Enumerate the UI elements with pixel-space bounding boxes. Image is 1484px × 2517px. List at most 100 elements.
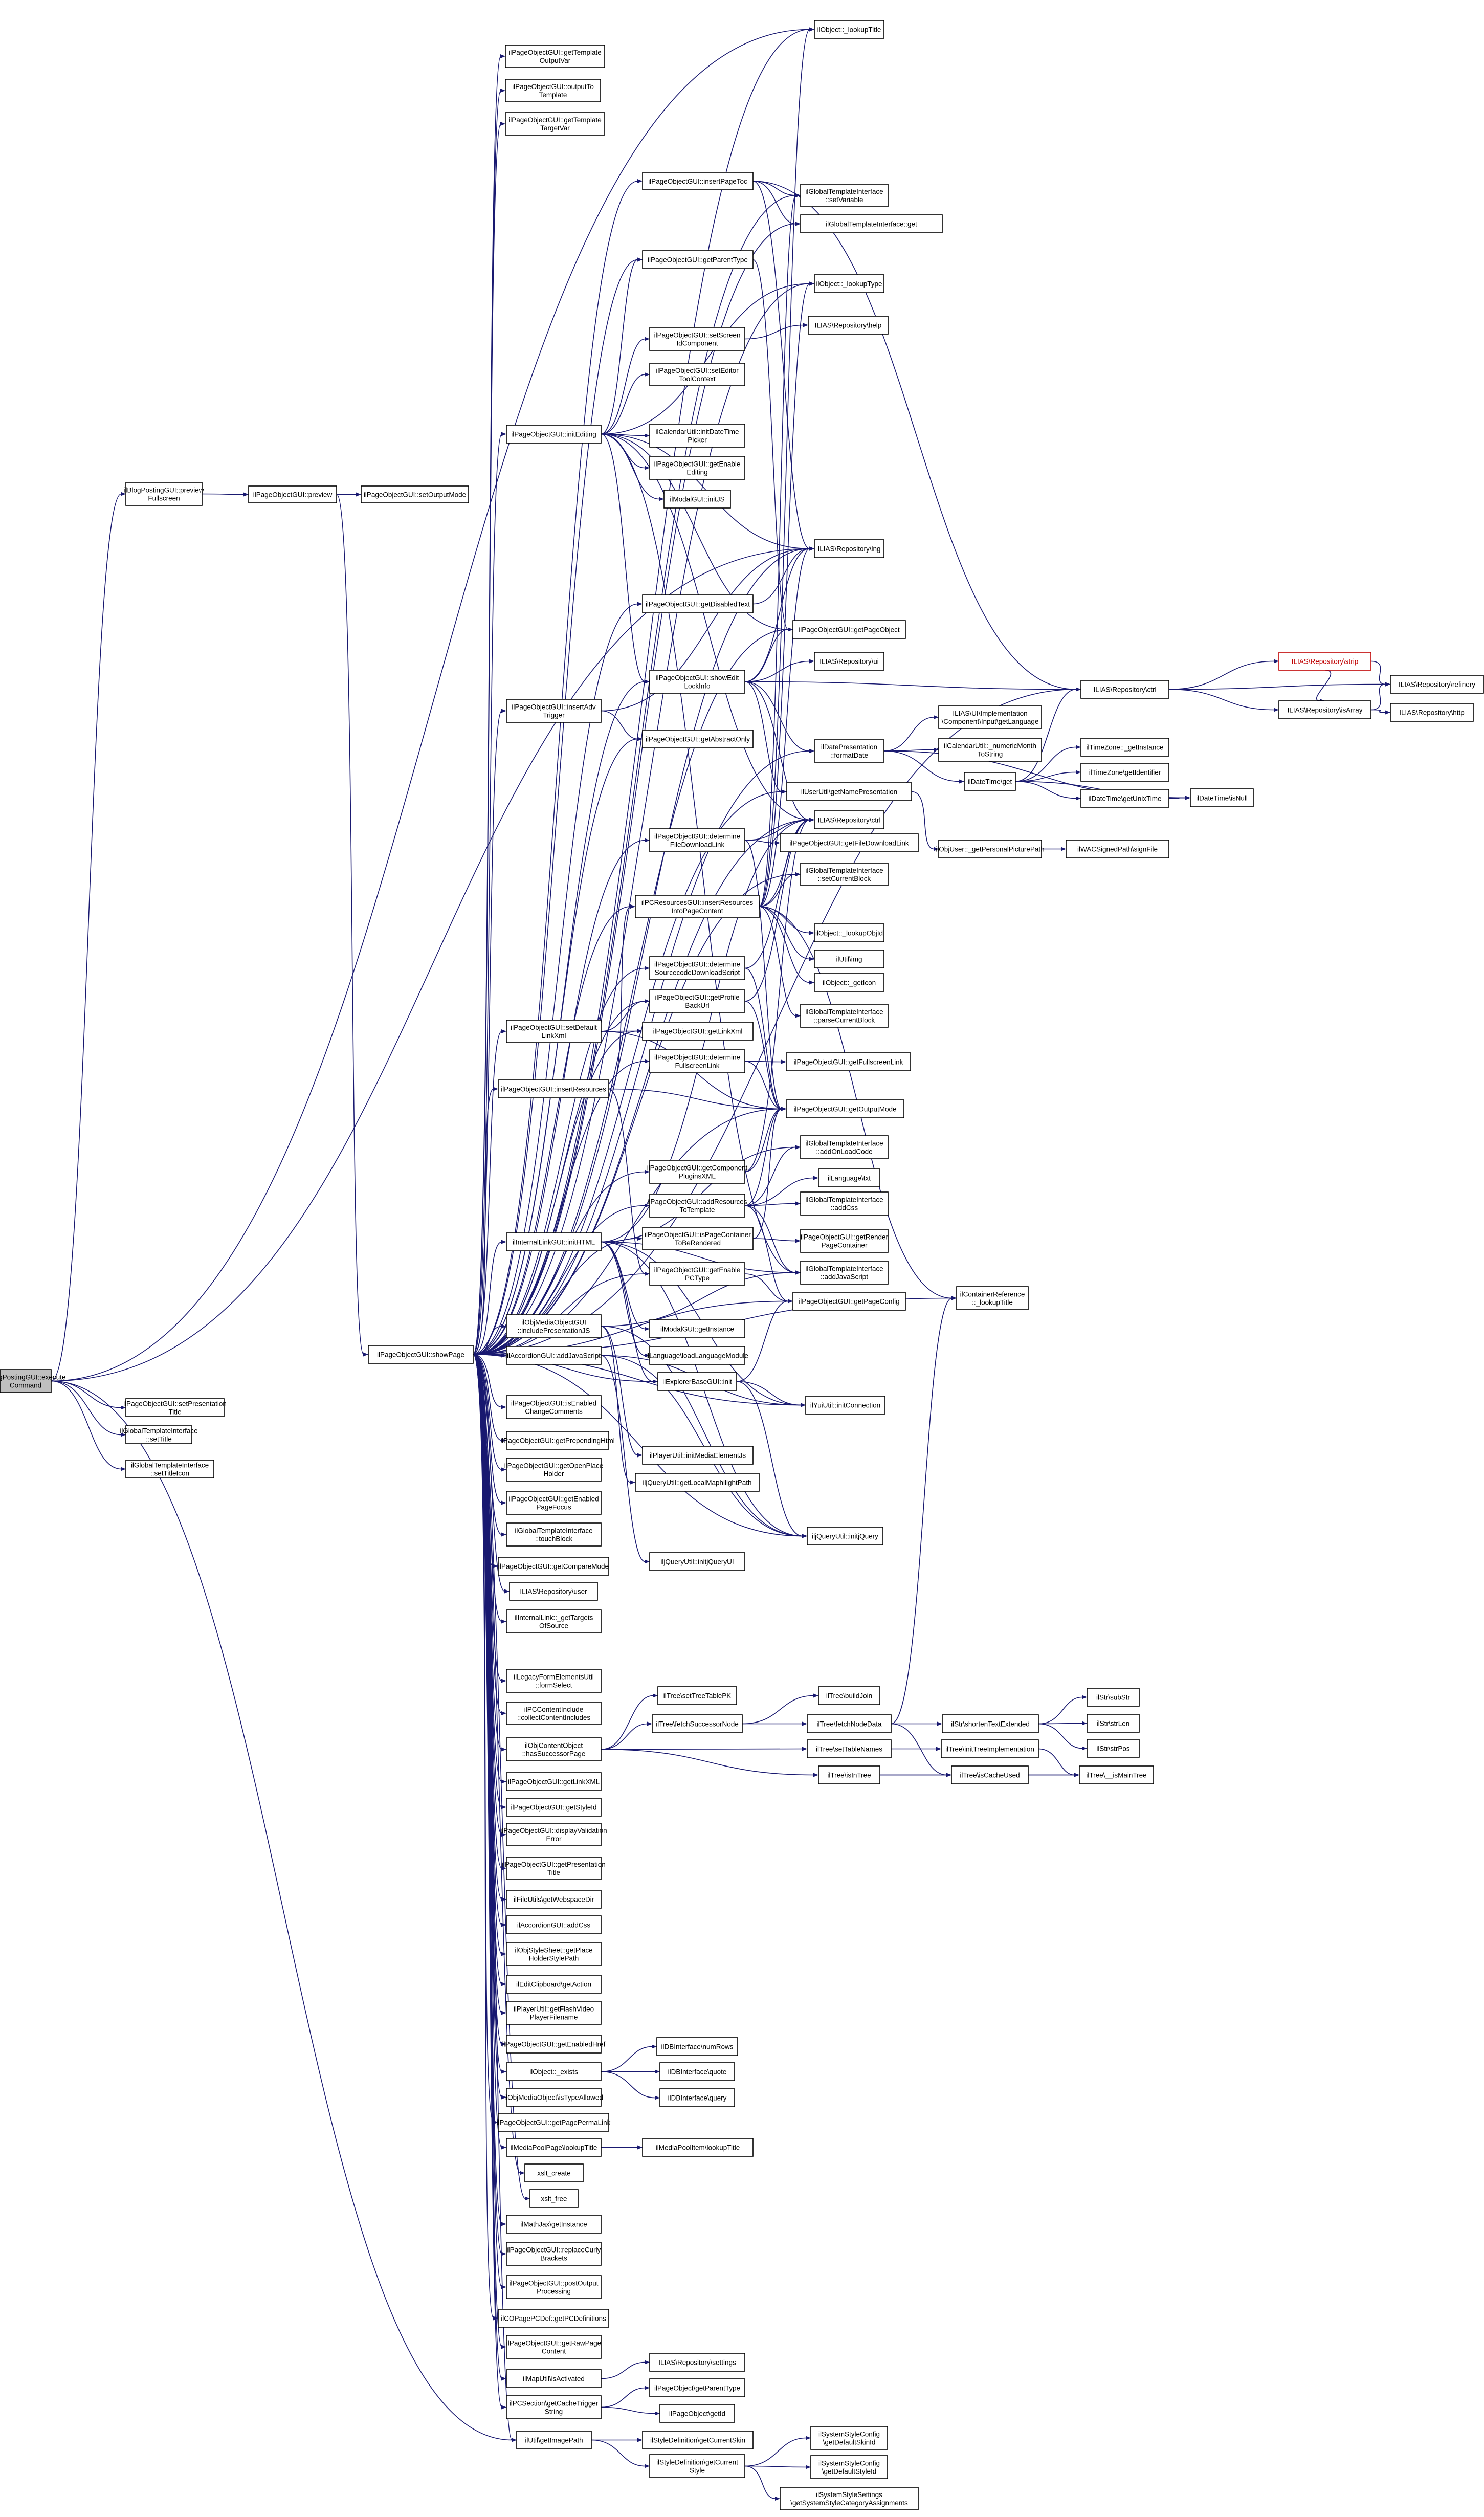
- node-gti-touchblock[interactable]: ilGlobalTemplateInterface::touchBlock: [506, 1522, 602, 1547]
- node-repo-help[interactable]: ILIAS\Repository\help: [808, 316, 889, 335]
- node-box[interactable]: [814, 973, 884, 992]
- node-box[interactable]: [649, 2353, 745, 2372]
- node-objectexists[interactable]: ilObject::_exists: [506, 2062, 602, 2081]
- node-languagetxt[interactable]: ilLanguage\txt: [818, 1168, 880, 1187]
- node-mediaincludepresjs[interactable]: ilObjMediaObjectGUI::includePresentation…: [506, 1314, 602, 1338]
- node-strsubstr[interactable]: ilStr\subStr: [1087, 1688, 1140, 1707]
- node-getlinkxml[interactable]: ilPageObjectGUI::getLinkXML: [506, 1772, 602, 1791]
- node-box[interactable]: [659, 2088, 735, 2107]
- node-treeismaintree[interactable]: ilTree\__isMainTree: [1079, 1765, 1154, 1784]
- node-box[interactable]: [649, 1346, 745, 1365]
- node-datetimegetunix[interactable]: ilDateTime\getUnixTime: [1080, 789, 1169, 808]
- node-box[interactable]: [800, 214, 943, 233]
- node-copagepcdef[interactable]: ilCOPagePCDef::getPCDefinitions: [498, 2309, 609, 2328]
- node-box[interactable]: [780, 2487, 919, 2510]
- node-box[interactable]: [642, 172, 754, 190]
- node-uigetlanguage[interactable]: ILIAS\UI\Implementation\Component\Input\…: [938, 705, 1042, 729]
- node-box[interactable]: [818, 1168, 880, 1187]
- node-box[interactable]: [505, 112, 605, 136]
- node-box[interactable]: [506, 2369, 602, 2388]
- node-box[interactable]: [0, 1369, 52, 1393]
- node-treefetchsuccessor[interactable]: ilTree\fetchSuccessorNode: [652, 1714, 743, 1733]
- node-playergetflashvideo[interactable]: ilPlayerUtil::getFlashVideoPlayerFilenam…: [506, 2001, 602, 2025]
- node-box[interactable]: [652, 1714, 743, 1733]
- node-gti-settitleicon[interactable]: ilGlobalTemplateInterface::setTitleIcon: [125, 1460, 214, 1478]
- node-treeinitimpl[interactable]: ilTree\initTreeImplementation: [941, 1739, 1039, 1758]
- node-box[interactable]: [1080, 763, 1169, 782]
- node-strshortentextext[interactable]: ilStr\shortenTextExtended: [942, 1714, 1039, 1733]
- node-box[interactable]: [506, 1314, 602, 1338]
- node-box[interactable]: [792, 620, 906, 639]
- node-box[interactable]: [780, 833, 919, 852]
- node-treebuildjoin[interactable]: ilTree\buildJoin: [818, 1686, 880, 1705]
- node-fileutilswebspace[interactable]: ilFileUtils\getWebspaceDir: [506, 1890, 602, 1909]
- node-getpageobject[interactable]: ilPageObjectGUI::getPageObject: [792, 620, 906, 639]
- node-box[interactable]: [814, 739, 884, 763]
- node-box[interactable]: [649, 1552, 745, 1571]
- node-box[interactable]: [506, 2215, 602, 2234]
- node-box[interactable]: [800, 1135, 889, 1159]
- node-box[interactable]: [125, 1398, 225, 1417]
- node-box[interactable]: [649, 1319, 745, 1338]
- node-box[interactable]: [506, 1395, 602, 1419]
- node-box[interactable]: [1080, 680, 1169, 699]
- node-gti-addonloadcode[interactable]: ilGlobalTemplateInterface::addOnLoadCode: [800, 1135, 889, 1159]
- node-treeiscacheused[interactable]: ilTree\isCacheUsed: [951, 1765, 1029, 1784]
- node-languageloadmodule[interactable]: ilLanguage\loadLanguageModule: [646, 1346, 748, 1365]
- node-getdisabledtext[interactable]: ilPageObjectGUI::getDisabledText: [642, 594, 754, 613]
- node-box[interactable]: [368, 1345, 474, 1364]
- node-jqinitjqueryui[interactable]: iljQueryUtil::initjQueryUI: [649, 1552, 745, 1571]
- node-xsltcreate[interactable]: xslt_create: [524, 2163, 584, 2182]
- node-sysstyledefaultstyle[interactable]: ilSystemStyleConfig\getDefaultStyleId: [810, 2455, 888, 2479]
- node-treefetchnodedata[interactable]: ilTree\fetchNodeData: [807, 1714, 892, 1733]
- node-box[interactable]: [810, 2455, 888, 2479]
- node-box[interactable]: [498, 1079, 609, 1098]
- node-repo-http[interactable]: ILIAS\Repository\http: [1390, 703, 1474, 722]
- node-box[interactable]: [800, 184, 889, 207]
- node-box[interactable]: [657, 1372, 737, 1391]
- node-treeisintree[interactable]: ilTree\isInTree: [818, 1765, 880, 1784]
- node-geticon[interactable]: ilObject::_getIcon: [814, 973, 884, 992]
- node-box[interactable]: [814, 274, 884, 293]
- node-dbnumrows[interactable]: ilDBInterface\numRows: [656, 2037, 738, 2056]
- node-box[interactable]: [642, 2138, 754, 2157]
- node-box[interactable]: [808, 316, 889, 335]
- node-box[interactable]: [649, 1194, 745, 1218]
- node-box[interactable]: [649, 327, 745, 351]
- node-explorerinit[interactable]: ilExplorerBaseGUI::init: [657, 1372, 737, 1391]
- node-box[interactable]: [498, 2113, 609, 2132]
- node-box[interactable]: [361, 485, 469, 503]
- node-box[interactable]: [649, 2454, 745, 2478]
- node-box[interactable]: [1190, 788, 1254, 807]
- node-modalinitjs[interactable]: ilModalGUI::initJS: [663, 490, 731, 509]
- node-jqinitjquery[interactable]: iljQueryUtil::initjQuery: [807, 1527, 883, 1545]
- node-modalgetinstance[interactable]: ilModalGUI::getInstance: [649, 1319, 745, 1338]
- node-getnamepres[interactable]: ilUserUtil\getNamePresentation: [786, 782, 912, 801]
- node-box[interactable]: [635, 895, 760, 918]
- node-box[interactable]: [1087, 1688, 1140, 1707]
- node-objcontenthassuccessor[interactable]: ilObjContentObject::hasSuccessorPage: [506, 1737, 602, 1761]
- node-box[interactable]: [516, 2431, 592, 2449]
- node-box[interactable]: [792, 1292, 906, 1311]
- node-dbquery[interactable]: ilDBInterface\query: [659, 2088, 735, 2107]
- node-box[interactable]: [807, 1527, 883, 1545]
- node-playerinitmedia[interactable]: ilPlayerUtil::initMediaElementJs: [642, 1446, 754, 1465]
- node-box[interactable]: [1278, 652, 1371, 671]
- node-editclipboardgetaction[interactable]: ilEditClipboard\getAction: [506, 1975, 602, 1994]
- node-ilutilimg[interactable]: ilUtil\img: [814, 950, 884, 968]
- node-box[interactable]: [506, 1702, 602, 1725]
- node-repo-settings[interactable]: ILIAS\Repository\settings: [649, 2353, 745, 2372]
- node-box[interactable]: [506, 1772, 602, 1791]
- node-box[interactable]: [659, 2404, 735, 2423]
- node-box[interactable]: [649, 1160, 745, 1184]
- node-box[interactable]: [1080, 738, 1169, 757]
- node-gti-setvariable[interactable]: ilGlobalTemplateInterface::setVariable: [800, 184, 889, 207]
